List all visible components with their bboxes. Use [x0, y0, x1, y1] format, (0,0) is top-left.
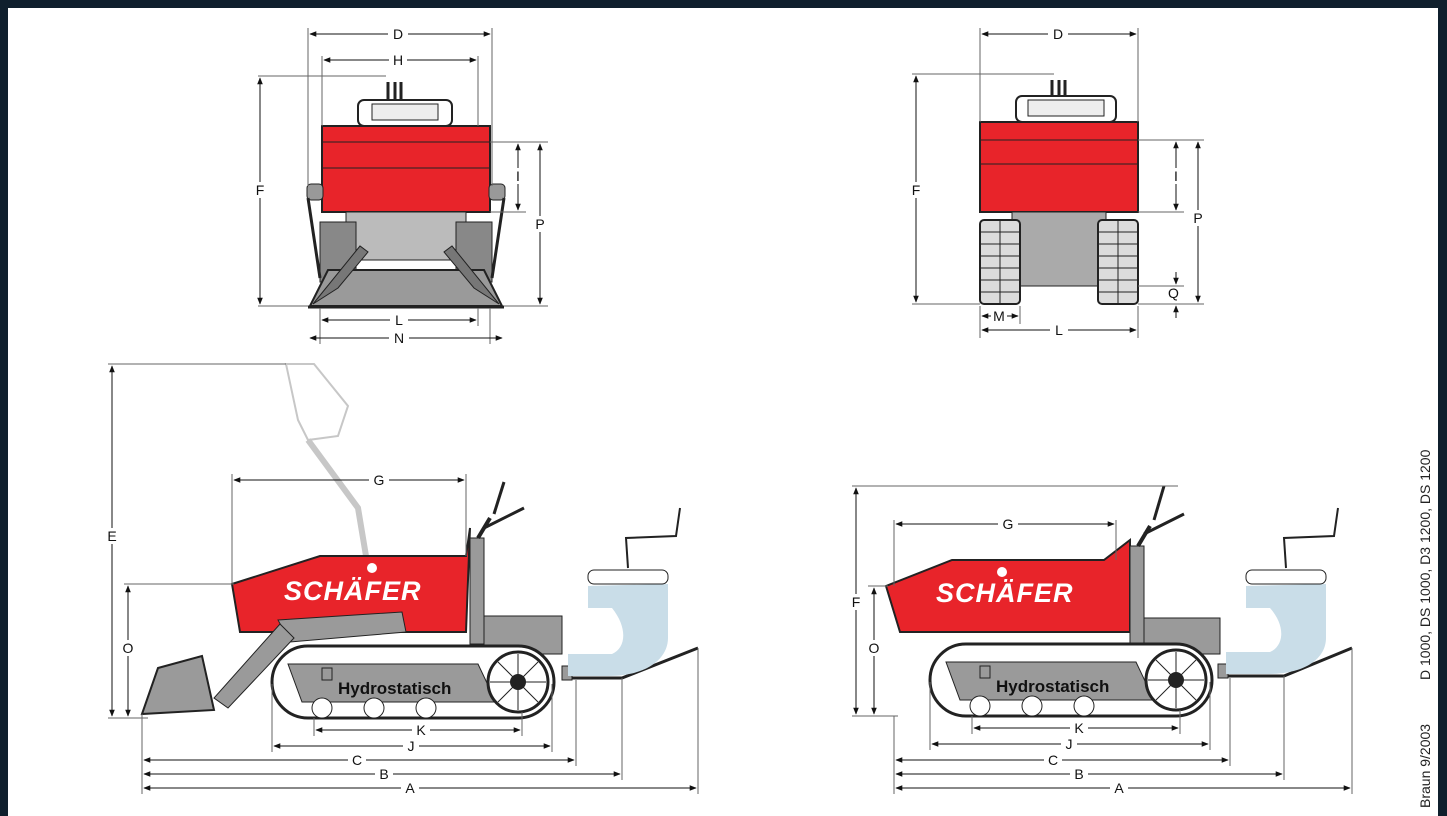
dim-label-C: C	[1048, 752, 1058, 768]
dim-label-K: K	[416, 722, 426, 738]
dim-label-M: M	[993, 308, 1005, 324]
dim-label-F: F	[912, 182, 921, 198]
plate-label-left: Hydrostatisch	[338, 679, 451, 698]
dim-label-L: L	[395, 312, 403, 328]
dim-label-K: K	[1074, 720, 1084, 736]
dim-label-P: P	[1193, 210, 1202, 226]
dim-label-G: G	[374, 472, 385, 488]
dim-label-O: O	[123, 640, 134, 656]
model-list: D 1000, DS 1000, D3 1200, DS 1200	[1417, 449, 1433, 680]
dim-label-N: N	[394, 330, 404, 346]
dim-label-A: A	[1114, 780, 1124, 796]
dim-label-L: L	[1055, 322, 1063, 338]
brand-logo-left: SCHÄFER	[284, 576, 422, 606]
dim-label-Q: Q	[1168, 285, 1179, 301]
front-view-tracks: D F I P Q M L	[908, 26, 1206, 338]
dim-label-A: A	[405, 780, 415, 796]
dim-label-C: C	[352, 752, 362, 768]
dim-label-I: I	[1174, 168, 1178, 184]
dim-label-I: I	[516, 168, 520, 184]
dim-label-H: H	[393, 52, 403, 68]
dim-label-F: F	[852, 594, 861, 610]
dim-label-G: G	[1003, 516, 1014, 532]
edition-note: Braun 9/2003	[1417, 724, 1433, 808]
drawing-sheet: D H F I P L N	[8, 8, 1438, 816]
left-track-front	[979, 219, 1021, 305]
right-track-front	[1097, 219, 1139, 305]
side-view-loader: SCHÄFER Hydrostatisch E	[104, 363, 699, 796]
dim-label-B: B	[379, 766, 388, 782]
dim-label-F: F	[256, 182, 265, 198]
side-view-dumper: SCHÄFER Hydrostatisch F O G	[848, 485, 1353, 796]
dim-label-J: J	[408, 738, 415, 754]
dim-label-P: P	[535, 216, 544, 232]
dim-label-E: E	[107, 528, 116, 544]
brand-logo-right: SCHÄFER	[936, 578, 1074, 608]
dim-label-J: J	[1066, 736, 1073, 752]
dim-label-B: B	[1074, 766, 1083, 782]
dimension-drawing: D H F I P L N	[104, 26, 1433, 808]
dim-label-O: O	[869, 640, 880, 656]
dim-label-D: D	[1053, 26, 1063, 42]
plate-label-right: Hydrostatisch	[996, 677, 1109, 696]
front-view-shovel: D H F I P L N	[252, 26, 548, 346]
dim-label-D: D	[393, 26, 403, 42]
